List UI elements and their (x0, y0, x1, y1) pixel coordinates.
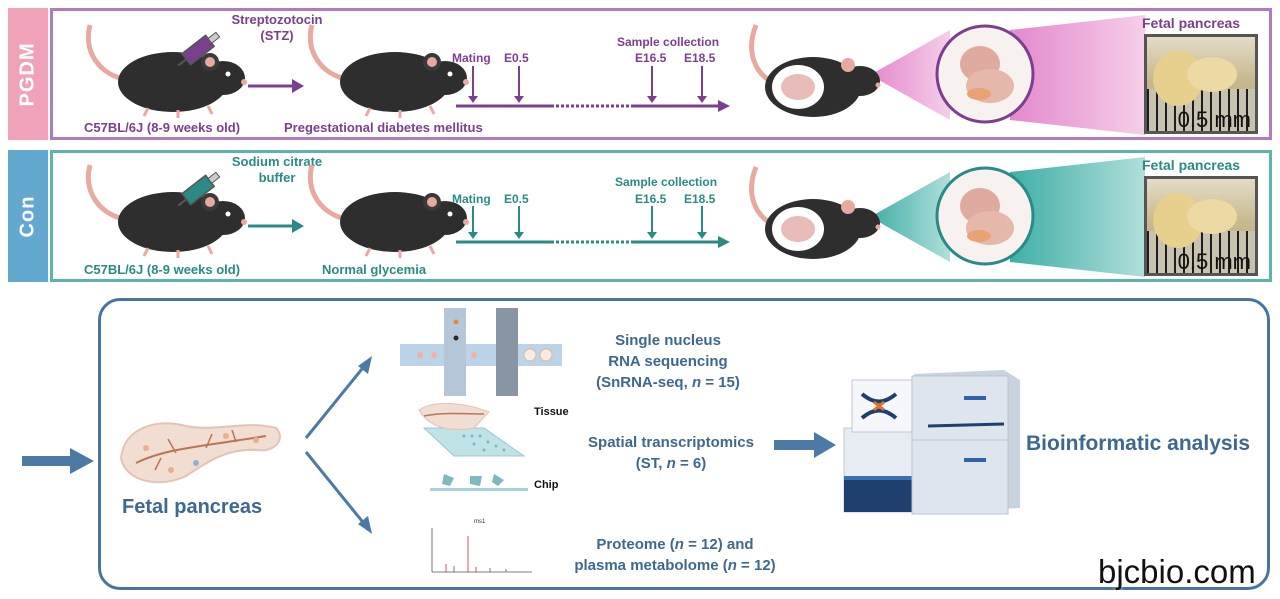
scale-bar-label: 0.5 mm (1177, 249, 1251, 274)
e05-label: E0.5 (504, 51, 529, 65)
pgdm-label-box: PGDM (8, 8, 48, 140)
sample-collection-label: Sample collection (617, 35, 720, 49)
pregnant-mouse-icon (749, 24, 881, 117)
bioinformatic-analysis-label: Bioinformatic analysis (1026, 432, 1251, 455)
st-line-1: Spatial transcriptomics (588, 434, 754, 451)
pgdm-label: PGDM (16, 42, 39, 106)
fetal-pancreas-label: Fetal pancreas (1142, 157, 1241, 173)
microfluidic-chip-icon (400, 308, 562, 396)
snrna-line-2: RNA sequencing (608, 353, 728, 370)
magnify-cone (870, 157, 1145, 277)
pancreas-icon (119, 422, 281, 484)
mass-spectrum-title: ms1 (474, 519, 486, 525)
chip-icon (430, 474, 528, 491)
con-panel (50, 150, 1272, 282)
e185-label: E18.5 (684, 51, 716, 65)
spatial-tissue-icon (418, 402, 526, 457)
con-condition-label: Normal glycemia (322, 262, 427, 277)
mating-label: Mating (452, 51, 491, 65)
proteome-line-1: Proteome (n = 12) and (596, 536, 754, 553)
timeline-arrow (456, 206, 730, 248)
workflow-fetal-pancreas-label: Fetal pancreas (122, 496, 263, 518)
e05-label: E0.5 (504, 192, 529, 206)
arrow-icon (248, 219, 304, 233)
mating-label: Mating (452, 192, 491, 206)
pgdm-strain-label: C57BL/6J (8-9 weeks old) (84, 120, 241, 135)
pgdm-panel (50, 8, 1272, 140)
fetal-pancreas-label: Fetal pancreas (1142, 15, 1241, 31)
workflow-panel (98, 298, 1270, 590)
syringe-icon (177, 171, 221, 207)
branch-arrows (304, 356, 372, 534)
e165-label: E16.5 (635, 51, 667, 65)
mouse-icon (307, 164, 469, 258)
pregnant-mouse-icon (749, 166, 881, 259)
mouse-icon (85, 164, 247, 258)
st-line-2: (ST, n = 6) (635, 455, 707, 472)
magnify-cone (870, 15, 1145, 135)
snrna-line-1: Single nucleus (615, 332, 721, 349)
embryo-circle-icon (935, 166, 1035, 266)
st-text: Spatial transcriptomics (ST, n = 6) (566, 432, 776, 474)
e185-label: E18.5 (684, 192, 716, 206)
fetal-pancreas-photo: 0.5 mm (1144, 34, 1258, 134)
scale-bar-label: 0.5 mm (1177, 107, 1251, 132)
embryo-circle-icon (935, 24, 1035, 124)
mouse-icon (85, 24, 247, 118)
chip-label: Chip (534, 479, 559, 491)
timeline-arrow (456, 66, 730, 112)
proteome-line-2: plasma metabolome (n = 12) (574, 557, 776, 574)
watermark: bjcbio.com (1098, 553, 1256, 590)
sequencer-icon (843, 370, 1020, 515)
stz-label: Streptozotocin (STZ) (231, 12, 323, 43)
con-label: Con (16, 195, 39, 237)
con-label-box: Con (8, 150, 48, 282)
arrow-icon (22, 448, 94, 474)
snrna-line-3: (SnRNA-seq, n = 15) (596, 374, 740, 391)
tissue-label: Tissue (534, 406, 569, 418)
snrna-text: Single nucleus RNA sequencing (SnRNA-seq… (568, 330, 768, 393)
fetal-pancreas-photo: 0.5 mm (1144, 176, 1258, 276)
pgdm-condition-label: Pregestational diabetes mellitus (284, 120, 483, 135)
con-strain-label: C57BL/6J (8-9 weeks old) (84, 262, 241, 277)
mass-spectrum-plot: ms1 (424, 519, 536, 580)
e165-label: E16.5 (635, 192, 667, 206)
arrow-icon (248, 79, 304, 93)
sample-collection-label: Sample collection (615, 175, 718, 189)
syringe-icon (177, 31, 221, 67)
mouse-icon (307, 24, 469, 118)
arrow-icon (774, 432, 836, 458)
proteome-text: Proteome (n = 12) and plasma metabolome … (550, 534, 800, 576)
